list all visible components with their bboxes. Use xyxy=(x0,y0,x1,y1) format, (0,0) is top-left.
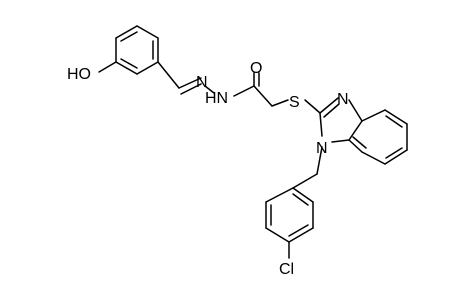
imidazole-nitrogen-1-label: N xyxy=(316,140,328,157)
imine-nitrogen-label: N xyxy=(196,74,208,91)
hydroxyl-oxygen-label: HO xyxy=(67,66,91,83)
hydrazide-nitrogen-label: HN xyxy=(205,90,228,107)
imidazole-nitrogen-3-label: N xyxy=(337,91,349,108)
atom-label-set: HO N HN O S N N Cl xyxy=(67,60,349,278)
carbonyl-oxygen-label: O xyxy=(250,60,262,77)
thioether-sulfur-label: S xyxy=(289,94,300,111)
bond-set xyxy=(98,25,408,259)
chlorine-label: Cl xyxy=(279,261,294,278)
